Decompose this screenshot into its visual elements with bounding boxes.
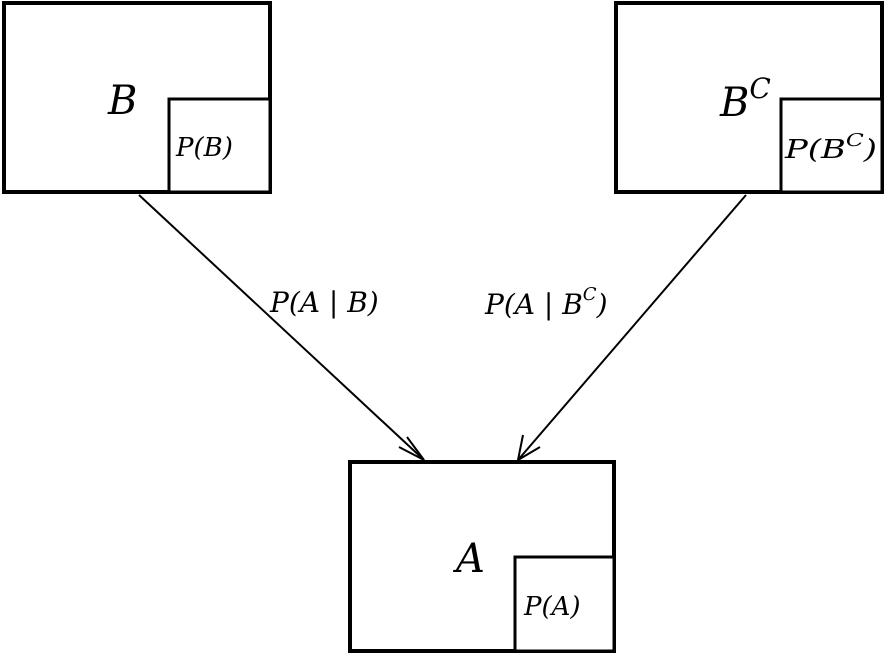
node-a-label: A xyxy=(452,536,485,582)
node-b-prob-box xyxy=(167,97,272,194)
node-b: B P(B) xyxy=(2,1,272,194)
node-b-prob-label: P(B) xyxy=(175,133,233,163)
node-bc-prob-box xyxy=(779,97,884,194)
edge-b-to-a-label: P(A | B) xyxy=(269,286,379,319)
node-b-label: B xyxy=(107,78,137,124)
node-a-prob-label: P(A) xyxy=(523,592,581,622)
edge-b-to-a: P(A | B) xyxy=(138,194,425,461)
node-a-prob-box xyxy=(513,555,616,653)
edge-bc-to-a-line xyxy=(517,194,747,461)
edge-b-to-a-line xyxy=(138,194,425,461)
edge-bc-to-a: P(A | BC) xyxy=(484,194,747,463)
node-a: A P(A) xyxy=(348,460,616,653)
edge-bc-to-a-label: P(A | BC) xyxy=(484,284,608,321)
node-bc-label: BC xyxy=(719,72,771,126)
